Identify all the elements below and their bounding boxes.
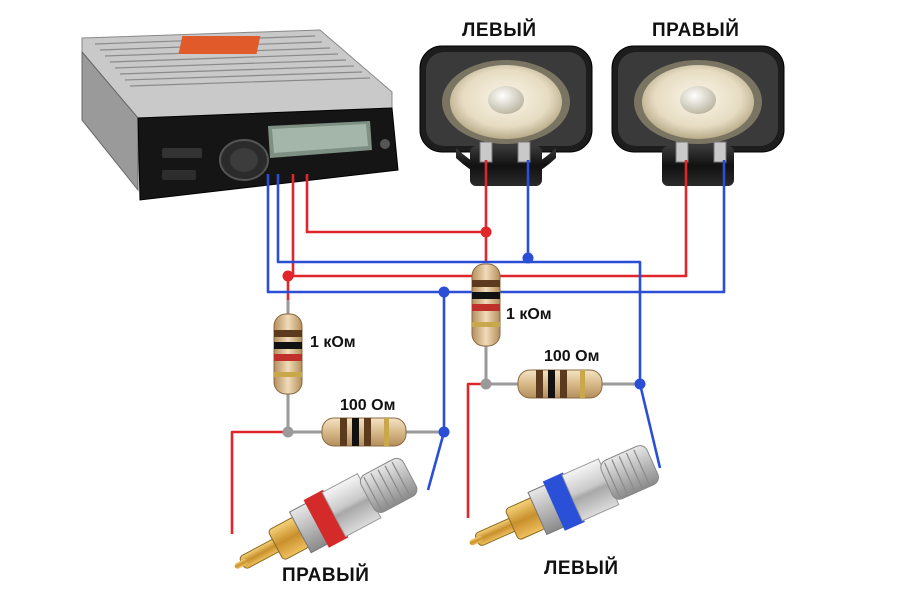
lead-left-junction xyxy=(484,344,520,386)
rca-plug-left xyxy=(469,445,659,546)
junction-dot xyxy=(282,426,294,438)
right-speaker xyxy=(611,45,785,186)
wire-red-rca-right xyxy=(230,392,290,534)
junction-dots xyxy=(282,226,646,438)
wire-blue-left-speaker xyxy=(276,160,530,264)
wire-blue-rca-right xyxy=(426,431,446,491)
wire-blue-rca-left xyxy=(638,383,662,469)
resistor-100-left-label: 100 Ом xyxy=(340,397,396,414)
junction-dot xyxy=(282,270,294,282)
junction-dot xyxy=(522,252,534,264)
wire-blue-left-return xyxy=(528,260,642,384)
car-radio xyxy=(81,29,399,201)
junction-dot xyxy=(480,226,492,238)
junction-dot xyxy=(480,378,492,390)
rca-right-label: ПРАВЫЙ xyxy=(282,565,370,586)
resistor-1k-left-label: 1 кОм xyxy=(310,334,356,351)
rca-left-label: ЛЕВЫЙ xyxy=(544,558,619,579)
rca-plug-right xyxy=(234,457,418,569)
lead-right-junction xyxy=(286,392,322,434)
speaker-left-label: ЛЕВЫЙ xyxy=(462,20,537,41)
resistor-100-right xyxy=(517,369,603,399)
speaker-right-label: ПРАВЫЙ xyxy=(652,20,740,41)
junction-dot xyxy=(438,426,450,438)
junction-dot xyxy=(634,378,646,390)
resistor-100-left xyxy=(321,417,407,447)
resistor-1k-right xyxy=(471,263,501,347)
left-speaker xyxy=(419,45,593,186)
wire-red-rca-left xyxy=(466,344,488,518)
junction-dot xyxy=(438,286,450,298)
resistor-1k-right-label: 1 кОм xyxy=(506,306,552,323)
resistor-1k-left xyxy=(273,300,303,395)
resistor-100-right-label: 100 Ом xyxy=(544,348,600,365)
wire-red-left-speaker xyxy=(305,174,486,234)
